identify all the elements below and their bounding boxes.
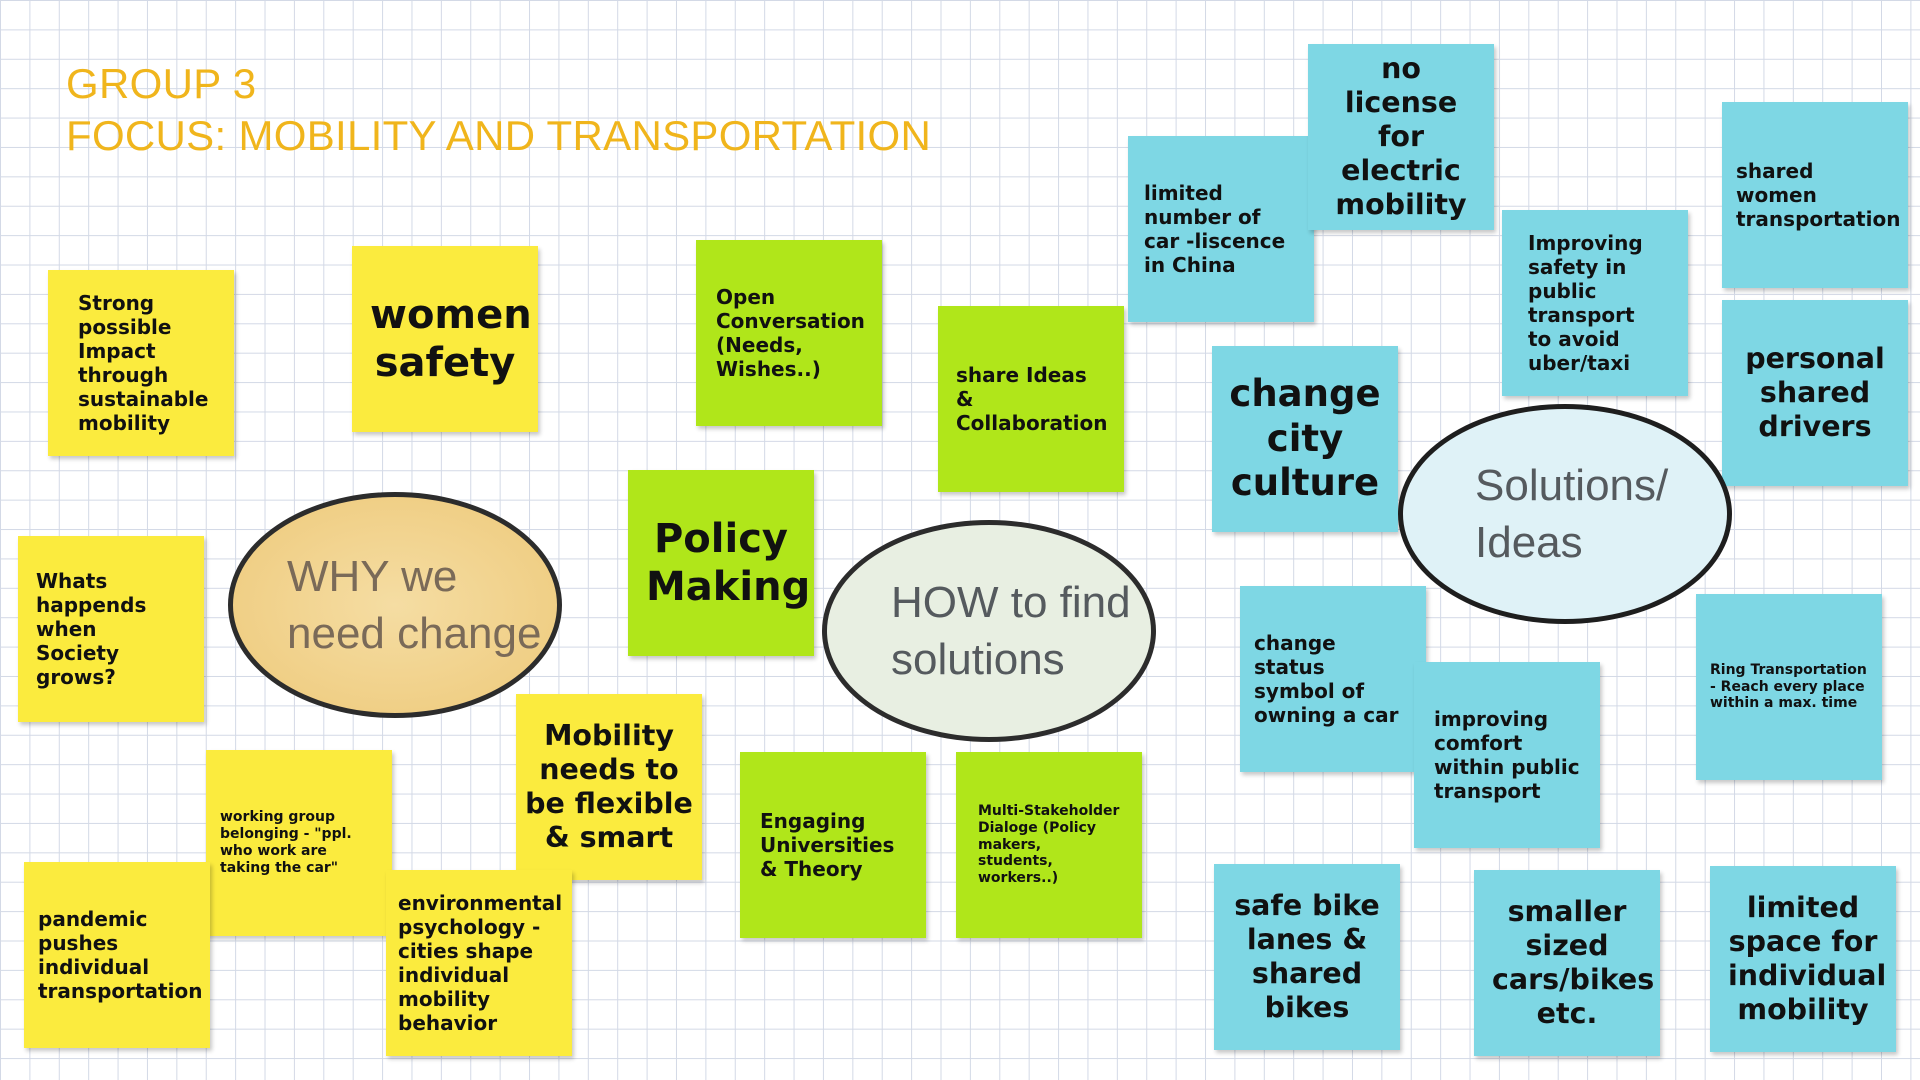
- note-text: share Ideas & Collaboration: [956, 363, 1108, 435]
- note-text: no license for electric mobility: [1335, 51, 1467, 222]
- note-text: Policy Making: [646, 516, 811, 610]
- sticky-note-improving-comfort[interactable]: improving comfort within public transpor…: [1414, 662, 1600, 848]
- note-text: Whats happends when Society grows?: [36, 569, 147, 689]
- note-text: shared women transportation: [1736, 159, 1901, 231]
- note-text: smaller sized cars/bikes etc.: [1492, 894, 1655, 1031]
- sticky-note-personal-drivers[interactable]: personal shared drivers: [1722, 300, 1908, 486]
- note-text: pandemic pushes individual transportatio…: [38, 907, 203, 1003]
- note-text: environmental psychology - cities shape …: [398, 891, 563, 1035]
- sticky-note-shared-women[interactable]: shared women transportation: [1722, 102, 1908, 288]
- sticky-note-engaging-universities[interactable]: Engaging Universities & Theory: [740, 752, 926, 938]
- sticky-note-change-city-culture[interactable]: change city culture: [1212, 346, 1398, 532]
- note-text: women safety: [370, 292, 532, 386]
- sticky-note-status-symbol[interactable]: change status symbol of owning a car: [1240, 586, 1426, 772]
- note-text: change city culture: [1229, 372, 1381, 505]
- how-to-find-solutions-circle[interactable]: HOW to find solutions: [822, 520, 1156, 742]
- note-text: personal shared drivers: [1745, 341, 1885, 444]
- focus-title: FOCUS: MOBILITY AND TRANSPORTATION: [66, 112, 932, 159]
- note-text: Engaging Universities & Theory: [760, 809, 895, 881]
- sticky-note-society-grows[interactable]: Whats happends when Society grows?: [18, 536, 204, 722]
- circle-label: Solutions/ Ideas: [1475, 460, 1669, 567]
- note-text: Improving safety in public transport to …: [1528, 231, 1643, 375]
- note-text: working group belonging - "ppl. who work…: [220, 809, 352, 876]
- sticky-note-smaller-cars[interactable]: smaller sized cars/bikes etc.: [1474, 870, 1660, 1056]
- group-title: GROUP 3: [66, 60, 257, 107]
- note-text: limited space for individual mobility: [1728, 890, 1887, 1027]
- note-text: safe bike lanes & shared bikes: [1234, 888, 1380, 1025]
- why-we-need-change-circle[interactable]: WHY we need change: [228, 492, 562, 718]
- sticky-note-ring-transportation[interactable]: Ring Transportation - Reach every place …: [1696, 594, 1882, 780]
- circle-label: HOW to find solutions: [891, 577, 1131, 684]
- sticky-note-mobility-flexible[interactable]: Mobility needs to be flexible & smart: [516, 694, 702, 880]
- sticky-note-policy-making[interactable]: Policy Making: [628, 470, 814, 656]
- board-title: GROUP 3 FOCUS: MOBILITY AND TRANSPORTATI…: [66, 58, 931, 162]
- note-text: improving comfort within public transpor…: [1434, 707, 1580, 803]
- sticky-note-multi-stakeholder[interactable]: Multi-Stakeholder Dialoge (Policy makers…: [956, 752, 1142, 938]
- sticky-note-improving-safety[interactable]: Improving safety in public transport to …: [1502, 210, 1688, 396]
- solutions-ideas-circle[interactable]: Solutions/ Ideas: [1398, 404, 1732, 624]
- sticky-note-safe-bike[interactable]: safe bike lanes & shared bikes: [1214, 864, 1400, 1050]
- sticky-note-strong-impact[interactable]: Strong possible Impact through sustainab…: [48, 270, 234, 456]
- sticky-note-women-safety[interactable]: women safety: [352, 246, 538, 432]
- sticky-note-open-conversation[interactable]: Open Conversation (Needs, Wishes..): [696, 240, 882, 426]
- note-text: change status symbol of owning a car: [1254, 631, 1399, 727]
- note-text: Multi-Stakeholder Dialoge (Policy makers…: [978, 803, 1120, 887]
- sticky-note-limited-space[interactable]: limited space for individual mobility: [1710, 866, 1896, 1052]
- note-text: Strong possible Impact through sustainab…: [78, 291, 209, 435]
- note-text: Open Conversation (Needs, Wishes..): [716, 285, 865, 381]
- sticky-note-no-license[interactable]: no license for electric mobility: [1308, 44, 1494, 230]
- circle-label: WHY we need change: [287, 551, 542, 658]
- sticky-note-share-ideas[interactable]: share Ideas & Collaboration: [938, 306, 1124, 492]
- sticky-note-pandemic[interactable]: pandemic pushes individual transportatio…: [24, 862, 210, 1048]
- sticky-note-working-group[interactable]: working group belonging - "ppl. who work…: [206, 750, 392, 936]
- note-text: Ring Transportation - Reach every place …: [1710, 661, 1867, 712]
- sticky-note-env-psychology[interactable]: environmental psychology - cities shape …: [386, 870, 572, 1056]
- note-text: Mobility needs to be flexible & smart: [525, 718, 693, 855]
- sticky-note-limited-licence[interactable]: limited number of car -liscence in China: [1128, 136, 1314, 322]
- note-text: limited number of car -liscence in China: [1144, 181, 1286, 277]
